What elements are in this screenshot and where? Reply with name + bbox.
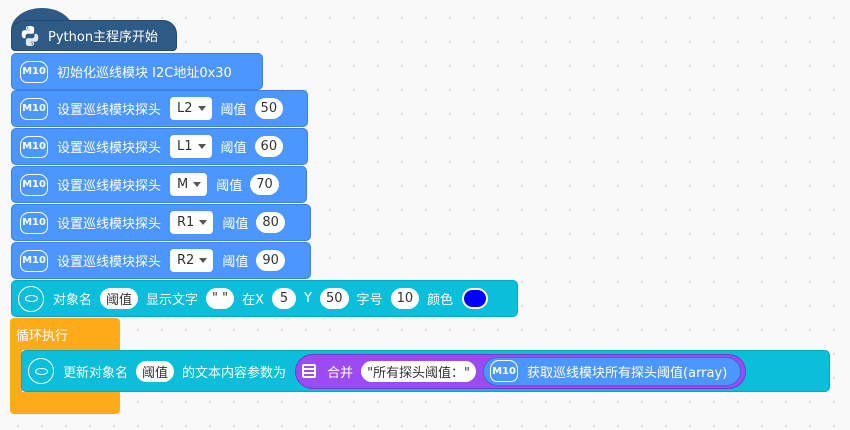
init-line-module-block[interactable]: M10 初始化巡线模块 I2C地址0x30: [11, 53, 263, 90]
font-size-label: 字号: [356, 293, 383, 308]
update-prefix-label: 更新对象名: [63, 365, 129, 381]
m10-module-icon: M10: [20, 60, 48, 83]
font-size-input[interactable]: 10: [390, 288, 420, 309]
set-probe-label: 设置巡线模块探头: [57, 217, 162, 232]
threshold-input[interactable]: 60: [254, 136, 284, 157]
chevron-down-icon: [197, 106, 206, 111]
screen-object-icon: [18, 285, 44, 312]
set-probe-label: 设置巡线模块探头: [57, 141, 162, 156]
m10-module-icon: M10: [490, 360, 519, 382]
probe-dropdown[interactable]: L1: [170, 135, 212, 158]
chevron-down-icon: [199, 258, 208, 263]
chevron-down-icon: [197, 144, 206, 149]
probe-dropdown-value: R1: [177, 215, 195, 230]
threshold-label: 阈值: [220, 103, 247, 118]
threshold-label: 阈值: [216, 179, 243, 194]
set-probe-label: 设置巡线模块探头: [57, 179, 162, 194]
threshold-label: 阈值: [222, 217, 249, 232]
display-text-block[interactable]: 对象名 阈值 显示文字 " " 在X 5 Y 50 字号 10 颜色: [11, 280, 518, 317]
m10-module-icon: M10: [20, 211, 48, 234]
chevron-down-icon: [193, 182, 202, 187]
threshold-input[interactable]: 70: [250, 174, 279, 195]
probe-dropdown-value: R2: [177, 253, 195, 268]
text-input[interactable]: " ": [206, 288, 235, 309]
show-text-label: 显示文字: [146, 293, 199, 308]
color-picker[interactable]: [462, 288, 489, 309]
set-probe-block-m[interactable]: M10 设置巡线模块探头 M 阈值 70: [11, 166, 307, 203]
probe-dropdown-value: L2: [177, 101, 193, 116]
loop-bottom-arm: [10, 392, 120, 414]
probe-dropdown[interactable]: M: [170, 173, 208, 196]
set-probe-block-l2[interactable]: M10 设置巡线模块探头 L2 阈值 50: [11, 90, 308, 127]
set-probe-label: 设置巡线模块探头: [57, 103, 162, 118]
m10-module-icon: M10: [20, 135, 48, 158]
list-icon: [302, 364, 317, 378]
probe-dropdown-value: L1: [177, 139, 193, 154]
threshold-label: 阈值: [222, 255, 249, 270]
loop-label: 循环执行: [16, 328, 69, 344]
threshold-input[interactable]: 50: [254, 98, 284, 119]
object-name-label: 对象名: [53, 293, 93, 308]
at-x-label: 在X: [242, 293, 265, 308]
python-main-start-block[interactable]: Python主程序开始: [11, 20, 177, 51]
merge-text-input[interactable]: "所有探头阈值：": [361, 360, 477, 382]
set-probe-label: 设置巡线模块探头: [57, 255, 162, 270]
y-input[interactable]: 50: [320, 288, 349, 309]
probe-dropdown[interactable]: L2: [170, 97, 212, 120]
hat-label: Python主程序开始: [48, 30, 159, 45]
get-all-thresholds-block[interactable]: M10 获取巡线模块所有探头阈值(array): [483, 356, 742, 386]
loop-side-arm: [10, 348, 22, 394]
threshold-input[interactable]: 90: [256, 250, 285, 271]
probe-dropdown[interactable]: R1: [170, 211, 214, 234]
update-text-block[interactable]: 更新对象名 阈值 的文本内容参数为 合并 "所有探头阈值：" M10 获取巡线模…: [21, 350, 830, 392]
chevron-down-icon: [199, 220, 208, 225]
probe-dropdown[interactable]: R2: [170, 249, 214, 272]
get-all-thresholds-label: 获取巡线模块所有探头阈值(array): [527, 365, 728, 381]
object-name-input[interactable]: 阈值: [100, 288, 139, 309]
y-label: Y: [304, 291, 312, 306]
m10-module-icon: M10: [20, 97, 48, 120]
set-probe-block-l1[interactable]: M10 设置巡线模块探头 L1 阈值 60: [11, 128, 308, 165]
threshold-input[interactable]: 80: [256, 212, 285, 233]
threshold-label: 阈值: [220, 141, 247, 156]
color-label: 颜色: [427, 293, 454, 308]
merge-label: 合并: [327, 365, 354, 381]
probe-dropdown-value: M: [177, 177, 189, 192]
set-probe-block-r2[interactable]: M10 设置巡线模块探头 R2 阈值 90: [11, 242, 311, 279]
python-logo-icon: [21, 25, 39, 46]
update-suffix-label: 的文本内容参数为: [182, 365, 287, 381]
screen-object-icon: [28, 358, 54, 384]
forever-loop-block[interactable]: 循环执行: [10, 318, 120, 350]
init-label: 初始化巡线模块 I2C地址0x30: [57, 66, 232, 81]
object-name-input[interactable]: 阈值: [136, 360, 175, 382]
m10-module-icon: M10: [20, 249, 48, 272]
set-probe-block-r1[interactable]: M10 设置巡线模块探头 R1 阈值 80: [11, 204, 311, 241]
merge-block[interactable]: 合并 "所有探头阈值：" M10 获取巡线模块所有探头阈值(array): [295, 353, 747, 389]
x-input[interactable]: 5: [272, 288, 297, 309]
m10-module-icon: M10: [20, 173, 48, 196]
